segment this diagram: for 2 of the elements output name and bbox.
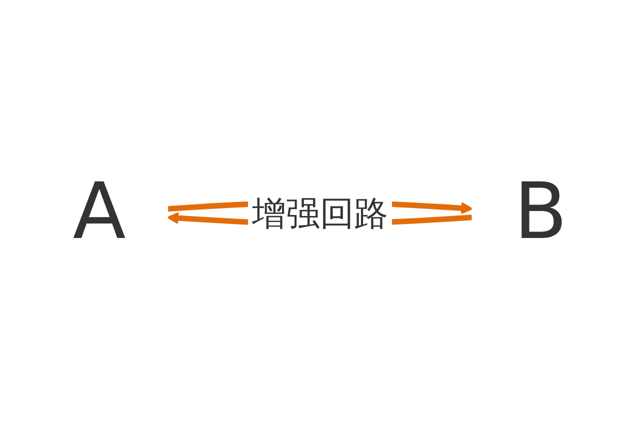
node-text: B [514, 168, 568, 258]
node-text: A [72, 168, 126, 258]
